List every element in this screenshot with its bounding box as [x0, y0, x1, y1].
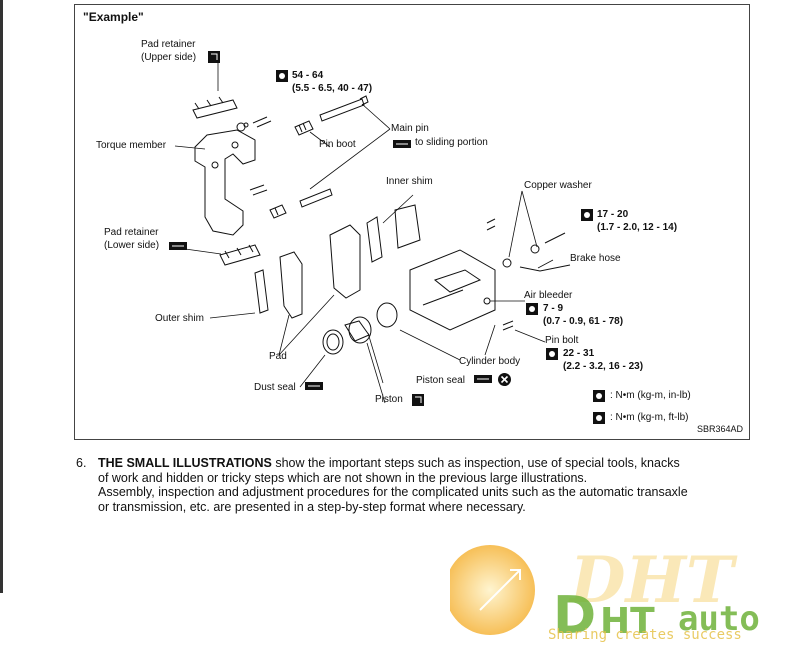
replace-part-icon	[208, 51, 220, 63]
torque-spec-pin-bolt: 22 - 31	[563, 348, 595, 359]
paragraph-number: 6.	[76, 456, 87, 470]
label-air-bleeder: Air bleeder	[524, 290, 573, 301]
figure-code: SBR364AD	[696, 424, 743, 434]
torque-spec-bleeder: 7 - 9	[543, 303, 564, 314]
exploded-diagram-figure: "Example" Pad retainer (Upper side) 54 -…	[74, 4, 750, 440]
torque-wrench-icon	[546, 348, 558, 360]
dust-seal-part	[322, 329, 344, 355]
label-pin-bolt: Pin bolt	[545, 335, 579, 346]
pad-retainer-lower-part	[219, 244, 261, 266]
label-pin-boot: Pin boot	[319, 139, 356, 150]
lower-bolt-part	[249, 184, 268, 196]
pin-boot-lower-part	[269, 204, 287, 219]
inner-pad-part	[329, 224, 361, 299]
piston-seal-part	[376, 302, 398, 328]
torque-wrench-icon	[581, 209, 593, 221]
legend-ft-lb: : N•m (kg-m, ft-lb)	[610, 412, 689, 423]
grease-icon	[169, 242, 187, 250]
pin-bolt-part	[502, 320, 514, 331]
torque-wrench-icon	[276, 70, 288, 82]
label-dust-seal: Dust seal	[254, 382, 296, 393]
pin-boot-upper-part	[294, 120, 314, 136]
torque-spec-hose: 17 - 20	[597, 209, 629, 220]
label-piston-seal: Piston seal	[416, 375, 465, 386]
label-pad-retainer-lower: Pad retainer	[104, 227, 159, 238]
torque-inlb-icon	[593, 390, 605, 402]
label-inner-shim: Inner shim	[386, 176, 433, 187]
label-pad-retainer-upper-side: (Upper side)	[141, 52, 197, 63]
grease-icon	[305, 382, 323, 390]
label-pad-retainer-lower-side: (Lower side)	[104, 240, 160, 251]
do-not-reuse-icon	[498, 373, 511, 386]
label-copper-washer: Copper washer	[524, 180, 592, 191]
paragraph-line-1: show the important steps such as inspect…	[271, 456, 680, 470]
outer-pad-part	[279, 251, 303, 319]
svg-text:auto: auto	[678, 599, 760, 639]
torque-spec-upper-units: (5.5 - 6.5, 40 - 47)	[292, 83, 373, 94]
brake-hose-part	[519, 232, 571, 272]
watermark-logo: DHT D HT auto Sharing creates success	[450, 543, 760, 645]
watermark-sun-icon	[450, 545, 535, 635]
label-main-pin-lube: to sliding portion	[415, 137, 488, 148]
brake-caliper-diagram	[170, 63, 571, 404]
grease-icon	[393, 140, 411, 148]
torque-wrench-icon	[526, 303, 538, 315]
label-pad: Pad	[269, 351, 287, 362]
torque-spec-upper: 54 - 64	[292, 70, 324, 81]
bleeder-screw-part	[486, 218, 496, 231]
upper-bolt-part	[252, 116, 272, 128]
torque-member-part	[194, 129, 256, 236]
legend-in-lb: : N•m (kg-m, in-lb)	[610, 390, 691, 401]
replace-part-icon	[412, 394, 424, 406]
paragraph-line-4: or transmission, etc. are presented in a…	[98, 499, 526, 514]
grease-icon	[474, 375, 492, 383]
svg-text:DHT: DHT	[568, 543, 738, 618]
torque-ftlb-icon	[593, 412, 605, 424]
paragraph-line-2: of work and hidden or tricky steps which…	[98, 470, 588, 485]
svg-text:HT: HT	[600, 601, 655, 642]
figure-title: "Example"	[83, 10, 144, 24]
left-margin-rule	[0, 0, 3, 593]
cylinder-body-part	[409, 249, 496, 331]
label-piston: Piston	[375, 394, 403, 405]
inner-shim-part	[366, 204, 421, 263]
main-pin-lower-part	[299, 188, 333, 208]
torque-spec-pin-bolt-units: (2.2 - 3.2, 16 - 23)	[563, 361, 644, 372]
svg-text:Sharing creates success: Sharing creates success	[548, 627, 742, 643]
outer-shim-part	[254, 269, 269, 314]
paragraph-lead: THE SMALL ILLUSTRATIONS	[98, 456, 272, 470]
torque-spec-hose-units: (1.7 - 2.0, 12 - 14)	[597, 222, 678, 233]
svg-text:D: D	[553, 586, 596, 645]
label-brake-hose: Brake hose	[570, 253, 621, 264]
pad-retainer-upper-part	[192, 96, 238, 119]
torque-spec-bleeder-units: (0.7 - 0.9, 61 - 78)	[543, 316, 624, 327]
paragraph-6: 6. THE SMALL ILLUSTRATIONS show the impo…	[76, 456, 766, 514]
paragraph-line-3: Assembly, inspection and adjustment proc…	[98, 485, 688, 499]
label-pad-retainer-upper: Pad retainer	[141, 39, 196, 50]
main-pin-upper-part	[319, 95, 369, 122]
label-cylinder-body: Cylinder body	[459, 356, 521, 367]
label-main-pin: Main pin	[391, 123, 429, 134]
label-torque-member: Torque member	[96, 140, 167, 151]
label-outer-shim: Outer shim	[155, 313, 204, 324]
